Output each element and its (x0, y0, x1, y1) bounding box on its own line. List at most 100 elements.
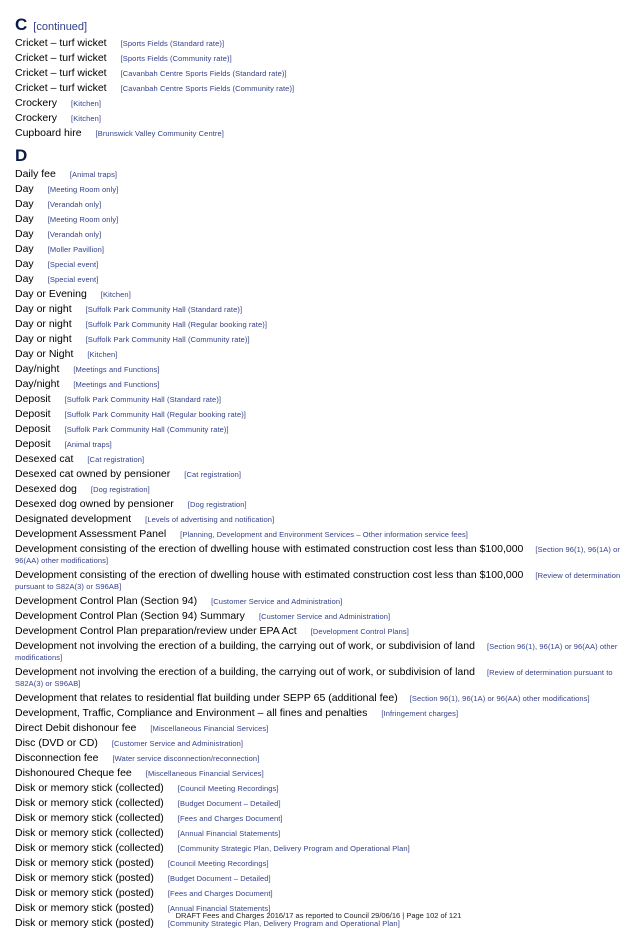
index-entry: Deposit[Suffolk Park Community Hall (Sta… (15, 392, 625, 407)
entry-term: Day (15, 258, 34, 270)
entry-term: Development consisting of the erection o… (15, 569, 524, 581)
entry-term: Day (15, 273, 34, 285)
index-entry: Day or Evening[Kitchen] (15, 287, 625, 302)
index-entry: Day or Night[Kitchen] (15, 347, 625, 362)
entry-category: [Sports Fields (Standard rate)] (120, 39, 225, 48)
entry-category: [Review of determination pursuant to S82… (15, 571, 621, 591)
entry-category: [Suffolk Park Community Hall (Community … (64, 425, 229, 434)
entry-term: Cricket – turf wicket (15, 37, 107, 49)
index-entry: Disk or memory stick (collected) [Budget … (15, 796, 625, 811)
entry-category: [Dog registration] (187, 500, 247, 509)
entry-category: [Cat registration] (184, 470, 242, 479)
entry-term: Cupboard hire (15, 127, 82, 139)
entry-category: [Customer Service and Administration] (211, 597, 343, 606)
entry-term: Crockery (15, 112, 58, 124)
entry-category: [Animal traps] (69, 170, 118, 179)
section-c-list: Cricket – turf wicket [Sports Fields (Sta… (15, 36, 625, 141)
index-entry: Designated development[Levels of adverti… (15, 512, 625, 527)
index-entry: Cricket – turf wicket [Sports Fields (Sta… (15, 36, 625, 51)
entry-term: Day (15, 198, 34, 210)
entry-category: [Moller Pavillion] (47, 245, 105, 254)
entry-category: [Kitchen] (87, 350, 118, 359)
entry-term: Disk or memory stick (collected) (15, 812, 164, 824)
page-footer: DRAFT Fees and Charges 2016/17 as report… (175, 911, 462, 920)
index-entry: Disk or memory stick (collected)[Annual … (15, 826, 625, 841)
entry-category: [Dog registration] (90, 485, 150, 494)
entry-category: [Budget Document – Detailed] (177, 799, 281, 808)
entry-term: Day (15, 228, 34, 240)
entry-category: [Annual Financial Statements] (167, 904, 271, 913)
entry-term: Disk or memory stick (posted) (15, 857, 154, 869)
entry-term: Development not involving the erection o… (15, 666, 475, 678)
index-entry: Disk or memory stick (posted)[Fees and C… (15, 886, 625, 901)
entry-category: [Miscellaneous Financial Services] (150, 724, 269, 733)
entry-category: [Section 96(1), 96(1A) or 96(AA) other m… (409, 694, 590, 703)
entry-category: [Sports Fields (Community rate)] (120, 54, 232, 63)
entry-term: Day/night (15, 378, 60, 390)
index-entry: Disk or memory stick (collected)[Fees an… (15, 811, 625, 826)
entry-category: [Planning, Development and Environment S… (180, 530, 468, 539)
entry-category: [Miscellaneous Financial Services] (145, 769, 264, 778)
entry-category: [Customer Service and Administration] (111, 739, 244, 748)
entry-category: [Community Strategic Plan, Delivery Prog… (177, 844, 410, 853)
entry-category: [Meetings and Functions] (73, 365, 160, 374)
entry-term: Development Control Plan preparation/rev… (15, 625, 297, 637)
entry-term: Deposit (15, 423, 51, 435)
index-entry: Development Assessment Panel [Planning, D… (15, 527, 625, 542)
entry-category: [Kitchen] (71, 99, 102, 108)
entry-term: Disk or memory stick (collected) (15, 797, 164, 809)
entry-term: Day or Evening (15, 288, 87, 300)
index-entry: Desexed dog[Dog registration] (15, 482, 625, 497)
entry-term: Desexed cat owned by pensioner (15, 468, 171, 480)
index-entry: Crockery [Kitchen] (15, 111, 625, 126)
entry-category: [Cavanbah Centre Sports Fields (Standard… (120, 69, 287, 78)
entry-term: Cricket – turf wicket (15, 67, 107, 79)
entry-term: Day (15, 213, 34, 225)
entry-category: [Animal traps] (64, 440, 112, 449)
entry-term: Day (15, 243, 34, 255)
entry-term: Direct Debit dishonour fee (15, 722, 137, 734)
section-letter: C (15, 15, 28, 34)
entry-category: [Special event] (47, 275, 99, 284)
entry-term: Day (15, 183, 34, 195)
index-entry: Development Control Plan (Section 94) Su… (15, 609, 625, 624)
entry-category: [Suffolk Park Community Hall (Standard r… (64, 395, 222, 404)
entry-term: Development Assessment Panel (15, 528, 167, 540)
index-page: C[continued] Cricket – turf wicket[Sport… (15, 16, 625, 931)
index-entry: Development not involving the erection o… (15, 665, 625, 691)
entry-term: Desexed dog owned by pensioner (15, 498, 174, 510)
entry-term: Development Control Plan (Section 94) (15, 595, 198, 607)
index-entry: Day[Verandah only] (15, 197, 625, 212)
index-entry: Day or night[Suffolk Park Community Hall… (15, 302, 625, 317)
index-entry: Day/night[Meetings and Functions] (15, 362, 625, 377)
entry-category: [Water service disconnection/reconnectio… (112, 754, 260, 763)
index-entry: Daily fee [Animal traps] (15, 167, 625, 182)
index-entry: Disc (DVD or CD)[Customer Service and Ad… (15, 736, 625, 751)
entry-term: Disk or memory stick (posted) (15, 872, 154, 884)
entry-category: [Meeting Room only] (47, 215, 119, 224)
entry-term: Disk or memory stick (collected) (15, 782, 164, 794)
entry-term: Deposit (15, 408, 51, 420)
entry-category: [Meetings and Functions] (73, 380, 160, 389)
index-entry: Desexed cat owned by pensioner [Cat regis… (15, 467, 625, 482)
entry-term: Desexed cat (15, 453, 74, 465)
entry-category: [Section 96(1), 96(1A) or 96(AA) other m… (15, 642, 618, 662)
index-entry: Day [Moller Pavillion] (15, 242, 625, 257)
section-heading-d: D (15, 147, 625, 165)
entry-category: [Kitchen] (71, 114, 102, 123)
index-entry: Disk or memory stick (collected)[Council… (15, 781, 625, 796)
entry-term: Daily fee (15, 168, 56, 180)
entry-category: [Annual Financial Statements] (177, 829, 281, 838)
index-entry: Deposit[Animal traps] (15, 437, 625, 452)
index-entry: Direct Debit dishonour fee [Miscellaneous… (15, 721, 625, 736)
entry-category: [Community Strategic Plan, Delivery Prog… (167, 919, 400, 928)
index-entry: Day [Special event] (15, 272, 625, 287)
index-entry: Development Control Plan (Section 94) [Cu… (15, 594, 625, 609)
index-entry: Day [Meeting Room only] (15, 212, 625, 227)
entry-category: [Cavanbah Centre Sports Fields (Communit… (120, 84, 295, 93)
entry-term: Development not involving the erection o… (15, 640, 475, 652)
entry-category: [Section 96(1), 96(1A) or 96(AA) other m… (15, 545, 621, 565)
entry-category: [Budget Document – Detailed] (167, 874, 271, 883)
entry-term: Disk or memory stick (collected) (15, 842, 164, 854)
entry-category: [Cat registration] (87, 455, 145, 464)
